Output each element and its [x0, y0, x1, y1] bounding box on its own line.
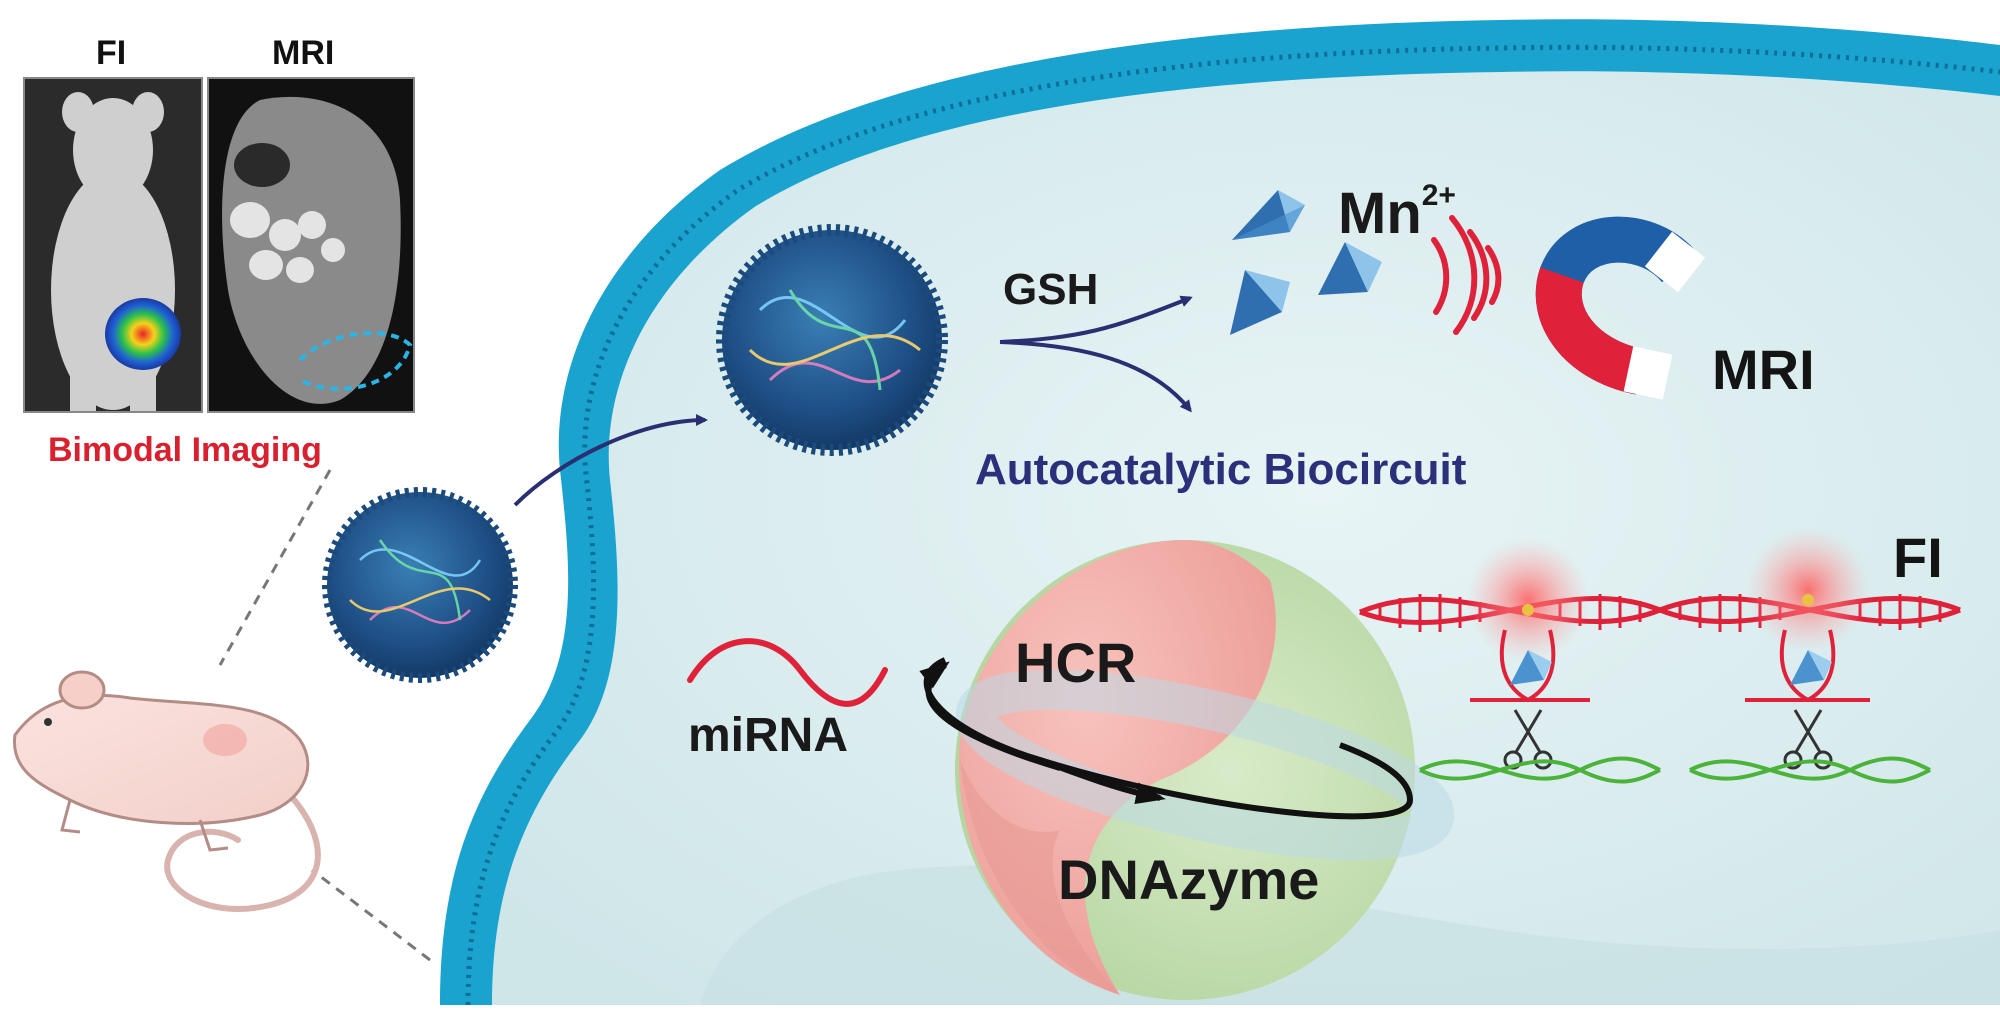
- mouse: [12, 670, 321, 912]
- mirna-label: miRNA: [688, 709, 849, 762]
- mri-signal-waves: [1431, 215, 1502, 335]
- cleavage-unit-1: [1466, 538, 1590, 770]
- magnet-icon: [1535, 216, 1706, 400]
- hcr-dnazyme-sphere: [955, 540, 1415, 1000]
- mouse-leg-front: [60, 799, 81, 834]
- mouse-body: [12, 693, 310, 825]
- tumor-fluorescence-signal: [105, 298, 181, 370]
- cleavage-unit-2: [1745, 528, 1870, 770]
- tetrahedron-1: [1232, 190, 1305, 240]
- imaging-panel: [23, 77, 415, 413]
- orbit-ring: [919, 657, 1455, 861]
- mri-organs: [230, 143, 345, 283]
- scissors-icon: [1783, 709, 1833, 770]
- bimodal-imaging-caption: Bimodal Imaging: [48, 431, 322, 469]
- mouse-leg-back: [198, 819, 229, 852]
- mouse-tumor: [203, 724, 247, 756]
- gsh-label: GSH: [1003, 265, 1099, 314]
- nanoparticle-outside: [322, 487, 518, 683]
- dnazyme-shadow: [960, 760, 1120, 995]
- mri-panel-title: MRI: [272, 34, 335, 72]
- hcr-label: HCR: [1015, 631, 1137, 694]
- mn-charge: 2+: [1421, 179, 1456, 212]
- gsh-split-arrows: [999, 295, 1193, 413]
- dna-substrate-green: [1419, 756, 1931, 784]
- connector-top: [218, 469, 332, 666]
- mouse-eye: [44, 718, 52, 726]
- mn-tetrahedra: [1230, 190, 1382, 335]
- fi-label: FI: [1893, 526, 1943, 589]
- mri-tumor-outline: [298, 331, 413, 391]
- dnazyme-label: DNAzyme: [1058, 848, 1320, 911]
- autocatalytic-biocircuit-label: Autocatalytic Biocircuit: [975, 445, 1467, 494]
- nanoparticle-inside: [716, 224, 948, 456]
- mouse-ear: [58, 670, 106, 710]
- mri-label: MRI: [1712, 338, 1815, 401]
- mirna-strand: [687, 638, 888, 707]
- fi-panel-title: FI: [96, 34, 127, 72]
- tetrahedron-3: [1318, 242, 1382, 295]
- cell-membrane-stripe: [465, 44, 2000, 1006]
- tetrahedron-2: [1230, 270, 1290, 335]
- mouse-tail: [164, 792, 321, 912]
- connector-bottom: [311, 868, 431, 962]
- mn-symbol: Mn: [1338, 181, 1422, 246]
- uptake-arrow: [513, 414, 708, 507]
- mn-ion-label: Mn2+: [1338, 181, 1456, 243]
